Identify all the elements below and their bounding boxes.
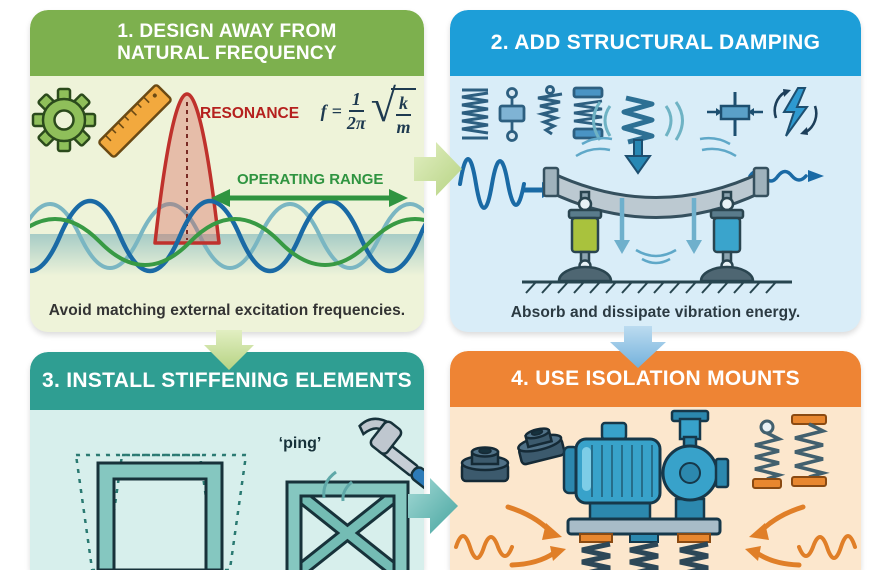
vibration-wave-left: [454, 534, 514, 560]
panel4-title: 4. USE ISOLATION MOUNTS: [511, 366, 800, 390]
load-arrow-left: [614, 198, 630, 254]
energy-dissipation-icon: [773, 87, 818, 137]
converging-arrows-left: [505, 504, 566, 568]
unbraced-frame: [96, 461, 224, 570]
coil-spring-icon: [461, 88, 489, 140]
formula-radical: √ k m: [370, 80, 416, 136]
braced-frame: [285, 480, 410, 570]
panel-add-structural-damping: 2. ADD STRUCTURAL DAMPING: [450, 10, 861, 332]
radical-sign: √: [370, 80, 396, 131]
wave-blue: [30, 198, 424, 274]
formula-equals: =: [331, 101, 342, 121]
rubber-mount-icon-2: [517, 427, 566, 466]
panel2-caption: Absorb and dissipate vibration energy.: [510, 304, 801, 321]
vibration-wave-right: [797, 534, 857, 560]
operating-range-label: OPERATING RANGE: [237, 171, 383, 188]
panel1-title-line2: NATURAL FREQUENCY: [117, 43, 337, 64]
beam-end-left: [542, 166, 560, 198]
isolation-springs: [581, 541, 709, 570]
hammer-icon: [358, 417, 424, 498]
panel2-title: 2. ADD STRUCTURAL DAMPING: [490, 30, 821, 54]
formula-k: k: [396, 94, 411, 116]
damping-illustration: [458, 85, 824, 294]
panel-design-away-from-natural-frequency: 1. DESIGN AWAY FROM NATURAL FREQUENCY f …: [30, 10, 424, 332]
capped-spring-icon: [572, 86, 604, 140]
resonance-label: RESONANCE: [200, 105, 299, 122]
radical-fraction: k m: [396, 94, 411, 136]
panel1-title-line1: 1. DESIGN AWAY FROM: [117, 21, 337, 43]
panel-use-isolation-mounts: 4. USE ISOLATION MOUNTS: [450, 351, 861, 570]
formula-m: m: [396, 117, 411, 137]
formula-f: f: [320, 101, 327, 121]
panel3-title: 3. INSTALL STIFFENING ELEMENTS: [42, 368, 412, 392]
beam-vibration-arcs: [575, 136, 737, 265]
formula-fraction: 1 2π: [347, 90, 366, 132]
isolation-illustration: [454, 409, 857, 570]
beam-end-right: [752, 166, 770, 198]
impact-spring-arrow-icon: [592, 95, 684, 175]
flow-arrow-1-to-3-icon: [204, 330, 254, 370]
load-arrow-right: [686, 198, 702, 254]
wave-teal: [30, 202, 424, 270]
panel1-header: 1. DESIGN AWAY FROM NATURAL FREQUENCY: [30, 10, 424, 76]
cone-spring-icon: [536, 85, 563, 136]
frequency-plot: RESONANCE OPERATING RANGE: [30, 84, 424, 276]
wave-green: [30, 217, 424, 267]
panel4-header: 4. USE ISOLATION MOUNTS: [450, 351, 861, 407]
gear-icon: [31, 87, 97, 153]
pump-motor-illustration: [562, 409, 730, 570]
panel-install-stiffening-elements: 3. INSTALL STIFFENING ELEMENTS ‘pi: [30, 352, 424, 570]
rubber-mount-icon-1: [460, 446, 510, 483]
compression-damper-icon: [707, 92, 763, 136]
operating-range-arrow: [211, 189, 408, 207]
damper-right: [699, 190, 755, 283]
formula-numerator: 1: [348, 90, 364, 112]
stiffening-illustration: ‘ping’: [74, 417, 424, 570]
ping-label: ‘ping’: [279, 435, 322, 452]
flow-arrow-1-to-2-icon: [414, 142, 462, 196]
spring-mount-capped-icon: [791, 414, 830, 487]
flow-arrow-2-to-4-icon: [610, 326, 666, 368]
ground-line: [522, 280, 792, 294]
radical-content: k m: [391, 88, 416, 136]
natural-frequency-formula: f = 1 2π √ k m: [320, 80, 416, 136]
converging-arrows-right: [745, 504, 806, 568]
ping-sound-arcs: [322, 470, 353, 502]
damper-left: [557, 190, 613, 283]
ruler-icon: [98, 84, 172, 158]
formula-denominator: 2π: [346, 113, 366, 133]
shock-absorber-icon: [498, 87, 526, 142]
panel2-header: 2. ADD STRUCTURAL DAMPING: [450, 10, 861, 76]
flow-arrow-3-to-4-icon: [408, 478, 458, 534]
panel1-caption: Avoid matching external excitation frequ…: [48, 302, 406, 319]
spring-mount-eye-icon: [752, 419, 786, 489]
